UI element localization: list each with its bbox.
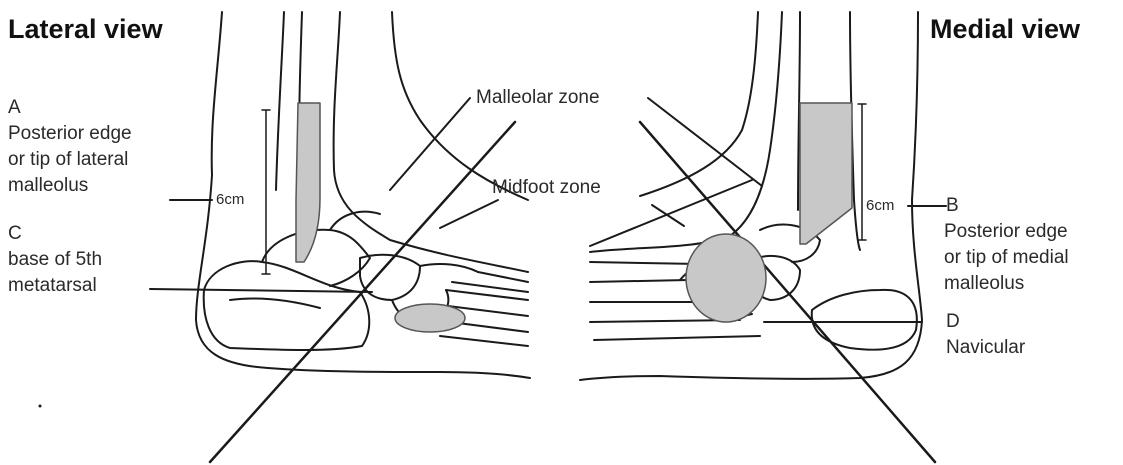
point-a-letter: A <box>8 96 21 120</box>
point-d-line1: Navicular <box>946 336 1025 360</box>
stray-dot <box>39 405 42 408</box>
point-b-line3: malleolus <box>944 272 1024 296</box>
malleolar-zone-pointer-left <box>390 98 470 190</box>
point-b-letter: B <box>946 194 959 218</box>
medial-view-heading: Medial view <box>930 14 1080 44</box>
point-a-line2: or tip of lateral <box>8 148 128 172</box>
navicular-zone <box>686 234 766 322</box>
point-b-line2: or tip of medial <box>944 246 1069 270</box>
point-b-line1: Posterior edge <box>944 220 1068 244</box>
midfoot-zone-label: Midfoot zone <box>492 176 601 200</box>
malleolar-zone-label: Malleolar zone <box>476 86 600 110</box>
midfoot-zone-pointer-right <box>652 205 684 226</box>
medial-6cm-label: 6cm <box>866 194 894 218</box>
point-c-line1: base of 5th <box>8 248 102 272</box>
medial-view-line <box>640 122 935 462</box>
point-c-line2: metatarsal <box>8 274 97 298</box>
lateral-malleolus-zone <box>296 103 320 262</box>
fifth-metatarsal-leader <box>150 289 372 292</box>
medial-6cm-bracket <box>858 104 866 240</box>
point-a-line1: Posterior edge <box>8 122 132 146</box>
lateral-6cm-label: 6cm <box>216 188 244 212</box>
point-d-letter: D <box>946 310 960 334</box>
fifth-metatarsal-zone <box>395 304 465 332</box>
midfoot-zone-pointer-left <box>440 200 498 228</box>
point-c-letter: C <box>8 222 22 246</box>
lateral-foot-outline <box>196 12 530 378</box>
lateral-view-heading: Lateral view <box>8 14 163 44</box>
malleolar-zone-pointer-right <box>648 98 762 186</box>
point-a-line3: malleolus <box>8 174 88 198</box>
medial-malleolus-zone <box>800 103 852 244</box>
